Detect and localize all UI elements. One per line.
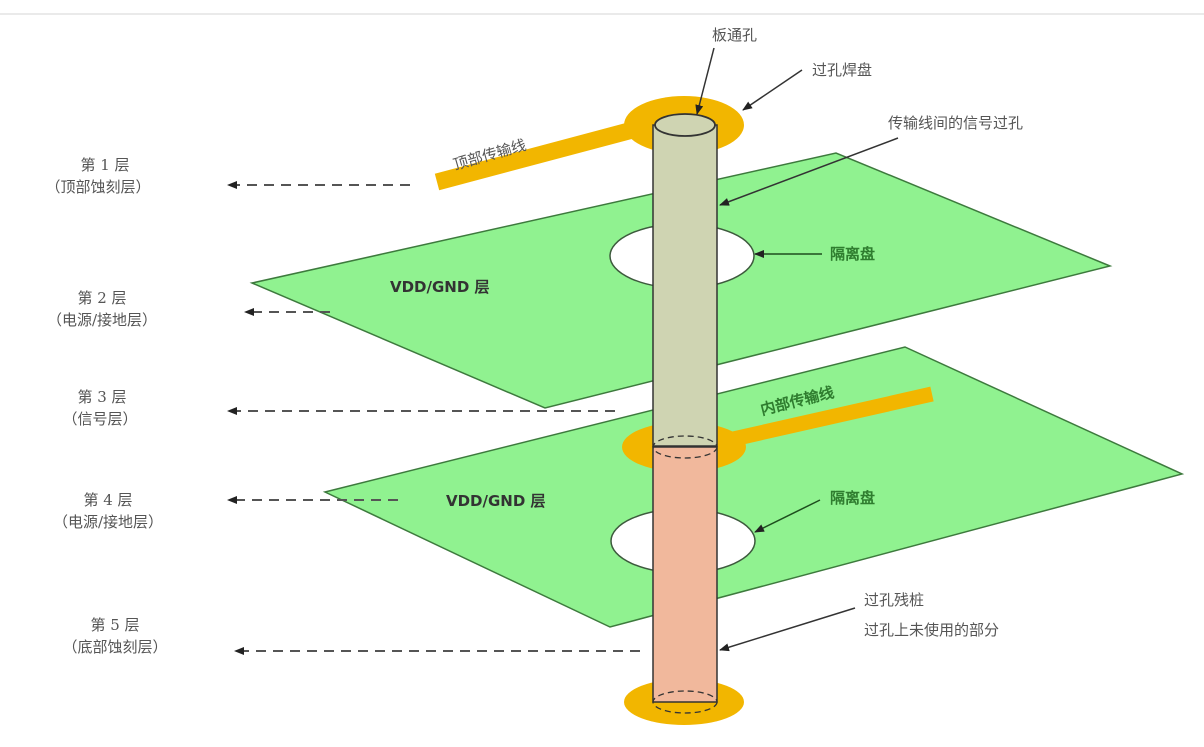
layer-2-desc: （电源/接地层） (47, 311, 157, 329)
upper-antipad-label: 隔离盘 (830, 245, 875, 263)
lower-antipad-label: 隔离盘 (830, 489, 875, 507)
lower-plane (322, 346, 1185, 628)
layer-4-desc: （电源/接地层） (53, 513, 163, 531)
layer-5-name: 第 5 层 (90, 616, 139, 634)
via-bottom-ring (652, 690, 718, 714)
lower-plane-label: VDD/GND 层 (446, 492, 546, 510)
lower-antipad-pointer (754, 499, 821, 533)
top-trace (434, 119, 643, 191)
layer-arrows (227, 181, 640, 655)
layer-5-desc: （底部蚀刻层） (62, 638, 167, 656)
stub-description: 过孔上未使用的部分 (864, 621, 999, 639)
callout-lines (695, 47, 899, 652)
layer-3-desc: （信号层） (62, 410, 137, 428)
through-hole-label: 板通孔 (712, 26, 757, 44)
through-hole-pointer (695, 47, 715, 115)
layer-labels: 第 1 层 （顶部蚀刻层） 第 2 层 （电源/接地层） 第 3 层 （信号层）… (45, 156, 167, 656)
inner-trace (718, 386, 934, 450)
layer-1-name: 第 1 层 (80, 156, 129, 174)
layer-3-name: 第 3 层 (77, 388, 126, 406)
via-pad-label: 过孔焊盘 (812, 61, 872, 79)
layer-2-name: 第 2 层 (77, 289, 126, 307)
via-pad-pointer (742, 69, 803, 111)
stub-pointer (719, 607, 856, 652)
via-section-ring (652, 435, 718, 459)
via-barrel-upper (652, 124, 718, 447)
layer-1-desc: （顶部蚀刻层） (45, 178, 150, 196)
stub-title: 过孔残桩 (864, 591, 924, 609)
via-barrel-lower (652, 446, 718, 703)
upper-plane-label: VDD/GND 层 (390, 278, 490, 296)
through-hole-opening (654, 113, 716, 137)
signal-via-pointer (719, 137, 899, 206)
signal-via-label: 传输线间的信号过孔 (888, 114, 1023, 132)
layer-4-name: 第 4 层 (83, 491, 132, 509)
